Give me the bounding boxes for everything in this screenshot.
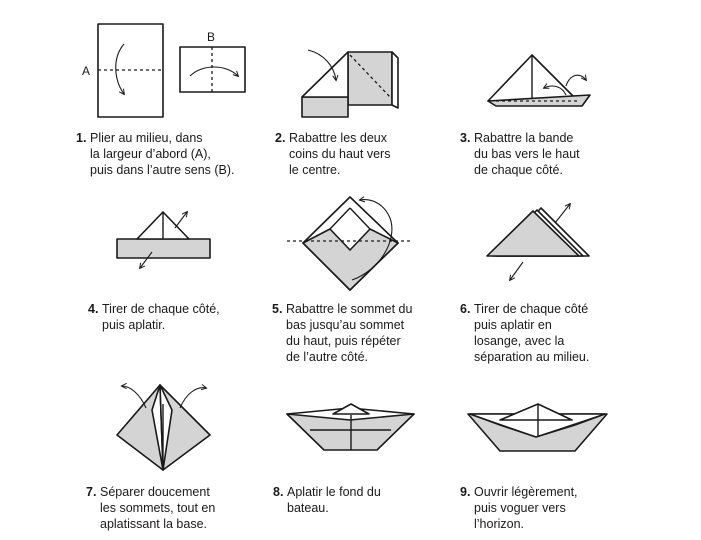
step-7-caption: 7. Séparer doucement les sommets, tout e… [86,484,215,532]
step-4-caption: 4. Tirer de chaque côté, puis aplatir. [88,301,220,333]
step-8-line: Aplatir le fond du [287,485,381,499]
step-6-caption: 6. Tirer de chaque côté puis aplatir en … [460,301,589,365]
step-2-number: 2. [275,131,286,145]
step-1-line: Plier au milieu, dans [90,131,203,145]
step-9-caption: 9. Ouvrir légèrement, puis voguer vers l… [460,484,578,532]
step-6-line: Tirer de chaque côté [474,302,589,316]
step-9-line: l’horizon. [474,517,525,531]
step-9-line: puis voguer vers [474,501,566,515]
step-8-figure [286,403,415,451]
step-9-line: Ouvrir légèrement, [474,485,578,499]
step-7-line: aplatissant la base. [100,517,208,531]
step-8-number: 8. [273,485,284,499]
step-5-line: de l’autre côté. [286,350,368,364]
step-8-caption: 8. Aplatir le fond du bateau. [273,484,381,516]
step-7-line: Séparer doucement [100,485,210,499]
step-1-figure: A B [82,23,246,118]
step-3-number: 3. [460,131,471,145]
step-4-figure [116,212,211,268]
step-3-caption: 3. Rabattre la bande du bas vers le haut… [460,130,580,178]
fold-label-b: B [207,30,215,44]
step-1-caption: 1. Plier au milieu, dans la largeur d’ab… [76,130,235,178]
step-6-line: losange, avec la [474,334,565,348]
step-2-figure [301,49,399,118]
step-6-figure [486,204,590,280]
step-3-line: du bas vers le haut [474,147,580,161]
step-3-line: Rabattre la bande [474,131,574,145]
step-4-line: Tirer de chaque côté, [102,302,220,316]
step-9-figure [467,403,608,452]
fold-label-a: A [82,64,90,78]
step-3-line: de chaque côté. [474,163,563,177]
step-8-line: bateau. [287,501,329,515]
step-1-number: 1. [76,131,87,145]
step-3-figure [487,54,591,107]
step-5-caption: 5. Rabattre le sommet du bas jusqu’au so… [272,301,412,365]
step-2-caption: 2. Rabattre les deux coins du haut vers … [275,130,390,178]
step-1-line: puis dans l’autre sens (B). [90,163,235,177]
step-6-number: 6. [460,302,471,316]
step-6-line: puis aplatir en [474,318,552,332]
step-9-number: 9. [460,485,471,499]
step-4-line: puis aplatir. [102,318,166,332]
step-7-figure [116,385,211,471]
step-4-number: 4. [88,302,99,316]
step-2-line: coins du haut vers [289,147,391,161]
step-5-line: Rabattre le sommet du [286,302,413,316]
step-5-line: du haut, puis répéter [286,334,401,348]
step-5-number: 5. [272,302,283,316]
step-5-line: bas jusqu’au sommet [286,318,405,332]
step-7-line: les sommets, tout en [100,501,216,515]
step-2-line: le centre. [289,163,341,177]
step-1-line: la largeur d’abord (A), [90,147,211,161]
step-7-number: 7. [86,485,97,499]
step-5-figure [287,196,413,291]
step-6-line: séparation au milieu. [474,350,590,364]
step-2-line: Rabattre les deux [289,131,387,145]
